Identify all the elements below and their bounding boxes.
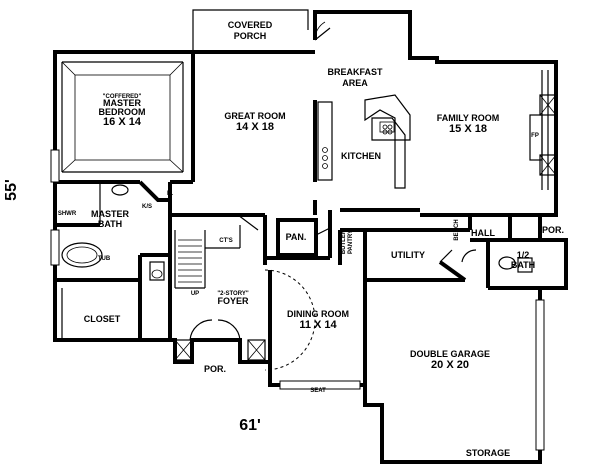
hall-label: HALL xyxy=(471,228,495,238)
seat-label: SEAT xyxy=(310,388,326,394)
butler-label: BUTLER xyxy=(341,229,347,254)
room-labels: COVERED PORCH BREAKFAST AREA "COFFERED" … xyxy=(58,20,564,458)
fp-label: FP xyxy=(531,133,539,139)
interior-walls xyxy=(55,52,540,385)
master-bedroom-size: 16 X 14 xyxy=(103,116,142,128)
dining-room-size: 11 X 14 xyxy=(299,319,337,331)
bench-label: BENCH xyxy=(454,219,460,240)
pantry-label: PAN. xyxy=(286,232,307,242)
doors xyxy=(189,21,477,371)
half-bath-label-2: BATH xyxy=(511,260,535,270)
master-bath-label-1: MASTER xyxy=(91,209,130,219)
covered-porch-outline xyxy=(192,9,309,52)
breakfast-label-1: BREAKFAST xyxy=(327,67,383,77)
dining-room-label: DINING ROOM xyxy=(287,309,349,319)
covered-porch-label-2: PORCH xyxy=(234,31,267,41)
width-dimension: 61' xyxy=(239,417,261,434)
closet-label: CLOSET xyxy=(84,314,121,324)
bath-fixtures xyxy=(61,184,533,281)
ks-label: K/S xyxy=(142,204,152,210)
overall-dimensions: 61' 55' xyxy=(3,179,261,434)
windows xyxy=(50,149,545,463)
master-bedroom-label-1: "COFFERED" xyxy=(103,94,142,100)
up-label: UP xyxy=(191,291,199,297)
stairs xyxy=(178,239,202,283)
great-room-label: GREAT ROOM xyxy=(224,111,285,121)
family-room-label: FAMILY ROOM xyxy=(437,113,500,123)
master-bath-label-2: BATH xyxy=(98,219,122,229)
por-bottom-label: POR. xyxy=(204,364,226,374)
garage-label: DOUBLE GARAGE xyxy=(410,349,490,359)
breakfast-label-2: AREA xyxy=(342,78,368,88)
foyer-label-1: "2-STORY" xyxy=(217,291,249,297)
master-bedroom-label-2: MASTER xyxy=(103,98,142,108)
cts-label: CT'S xyxy=(219,238,232,244)
shower-label: SHWR xyxy=(58,211,77,217)
tub xyxy=(61,242,103,268)
great-room-size: 14 X 18 xyxy=(236,121,274,133)
utility-label: UTILITY xyxy=(391,250,425,260)
fireplace xyxy=(529,70,557,190)
por-right-label: POR. xyxy=(542,225,564,235)
foyer-label-2: FOYER xyxy=(217,296,249,306)
kitchen-fixtures xyxy=(317,94,411,189)
family-room-size: 15 X 18 xyxy=(449,123,487,135)
kitchen-label: KITCHEN xyxy=(341,151,381,161)
garage-size: 20 X 20 xyxy=(431,359,469,371)
h-label: H. xyxy=(167,191,173,197)
pantry-small-label: PANTRY xyxy=(348,230,354,254)
porch-columns xyxy=(174,339,266,361)
master-bedroom-label-3: BEDROOM xyxy=(99,107,146,117)
storage-label: STORAGE xyxy=(466,448,510,458)
covered-porch-label-1: COVERED xyxy=(228,20,273,30)
exterior-wall xyxy=(53,10,568,464)
half-bath-label-1: 1/2 xyxy=(517,250,530,260)
depth-dimension: 55' xyxy=(3,179,20,201)
exterior-walls xyxy=(53,9,568,464)
kitchen-counter xyxy=(317,101,333,181)
tub-label: TUB xyxy=(98,256,111,262)
